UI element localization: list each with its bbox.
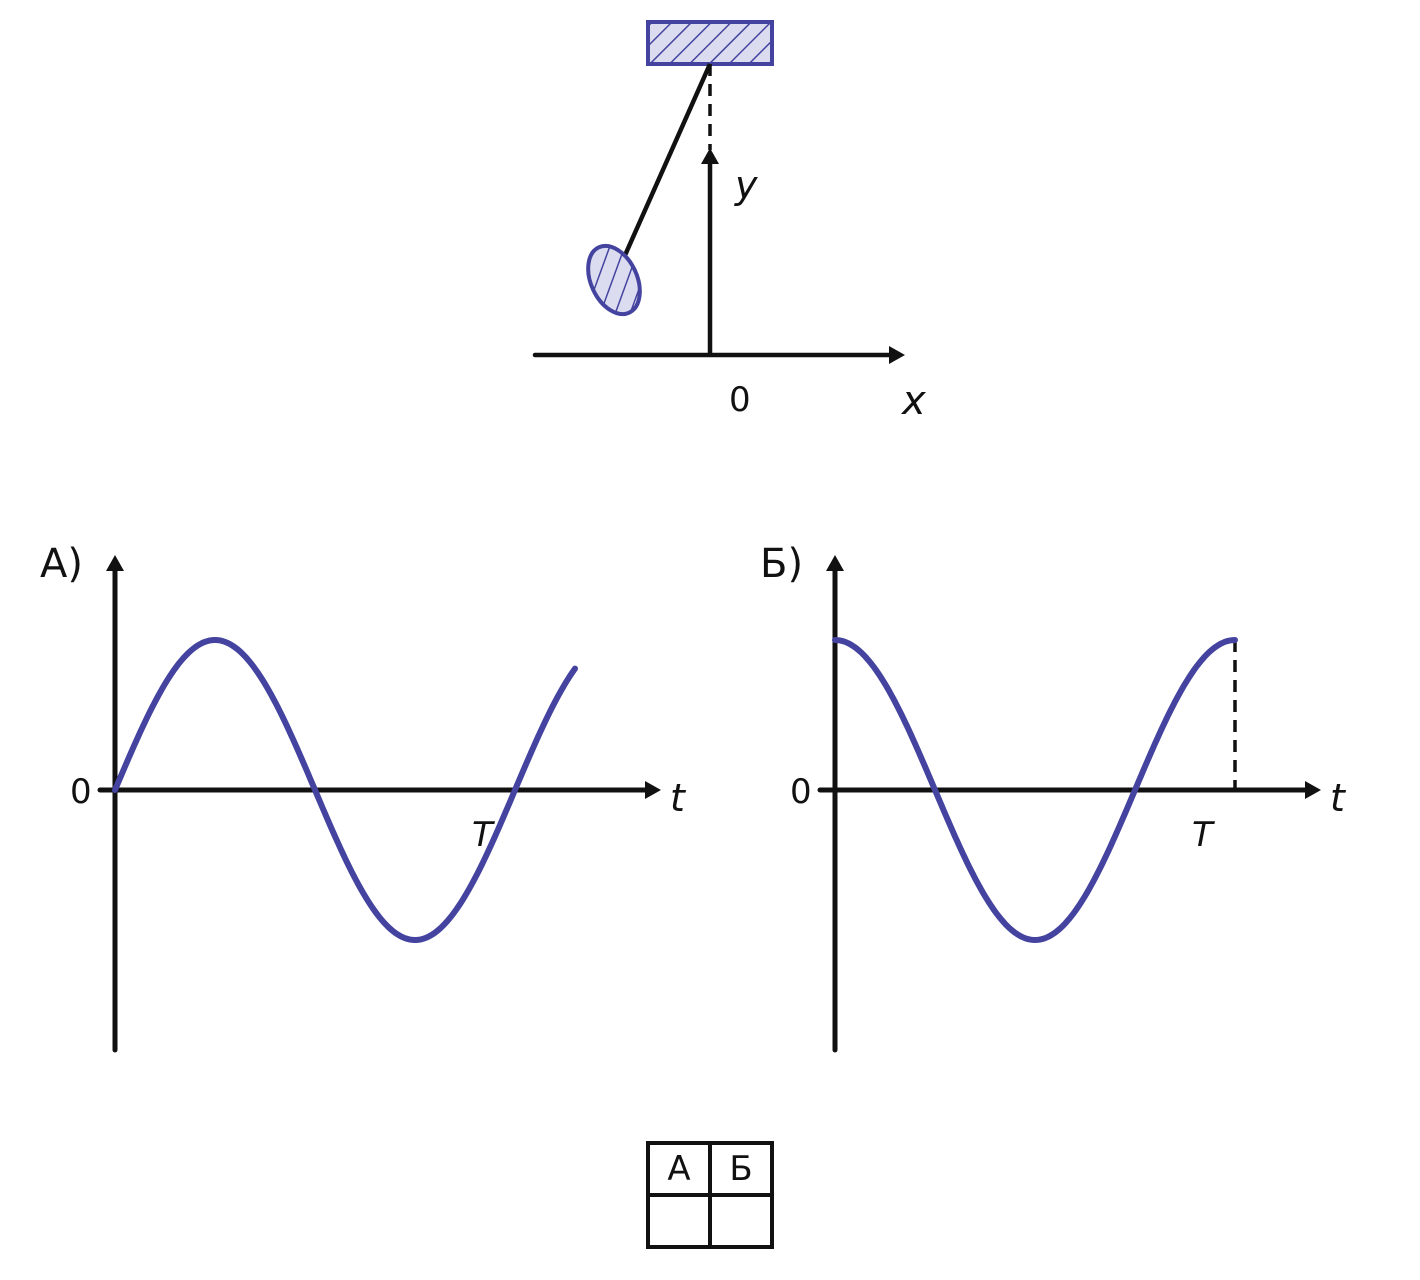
pendulum-x-arrow: [889, 346, 905, 364]
pendulum-bob: [586, 243, 642, 317]
answer-cell-a[interactable]: [650, 1197, 708, 1245]
graph-a: А) 0 t T: [40, 541, 687, 1053]
graph-a-t-arrow: [645, 781, 661, 799]
graph-b-period-label: T: [1192, 815, 1215, 855]
pendulum-y-arrow: [701, 148, 719, 164]
graph-b-title: Б): [760, 541, 803, 587]
answer-cell-b[interactable]: [712, 1197, 770, 1245]
pendulum-y-label: y: [734, 163, 758, 207]
graph-a-curve: [112, 637, 578, 943]
pendulum-x-label: x: [900, 378, 926, 424]
graph-a-origin-label: 0: [70, 772, 92, 812]
answer-table-header-b: Б: [729, 1149, 752, 1189]
pendulum-figure: y 0 x: [532, 20, 926, 424]
answer-table-header-a: А: [667, 1149, 690, 1189]
answer-table: А Б: [646, 1141, 774, 1249]
graph-b-origin-label: 0: [790, 772, 812, 812]
graph-b-t-label: t: [1330, 776, 1347, 820]
pendulum-string: [611, 63, 713, 281]
graph-a-y-arrow: [106, 555, 124, 571]
pendulum-origin-label: 0: [729, 380, 751, 420]
graph-b: Б) 0 t T: [760, 541, 1347, 1053]
graph-a-title: А): [40, 541, 83, 587]
ceiling-mount: [646, 20, 774, 66]
graph-b-t-arrow: [1305, 781, 1321, 799]
graph-a-t-label: t: [670, 776, 687, 820]
graph-b-curve: [832, 637, 1238, 944]
graph-b-y-arrow: [826, 555, 844, 571]
